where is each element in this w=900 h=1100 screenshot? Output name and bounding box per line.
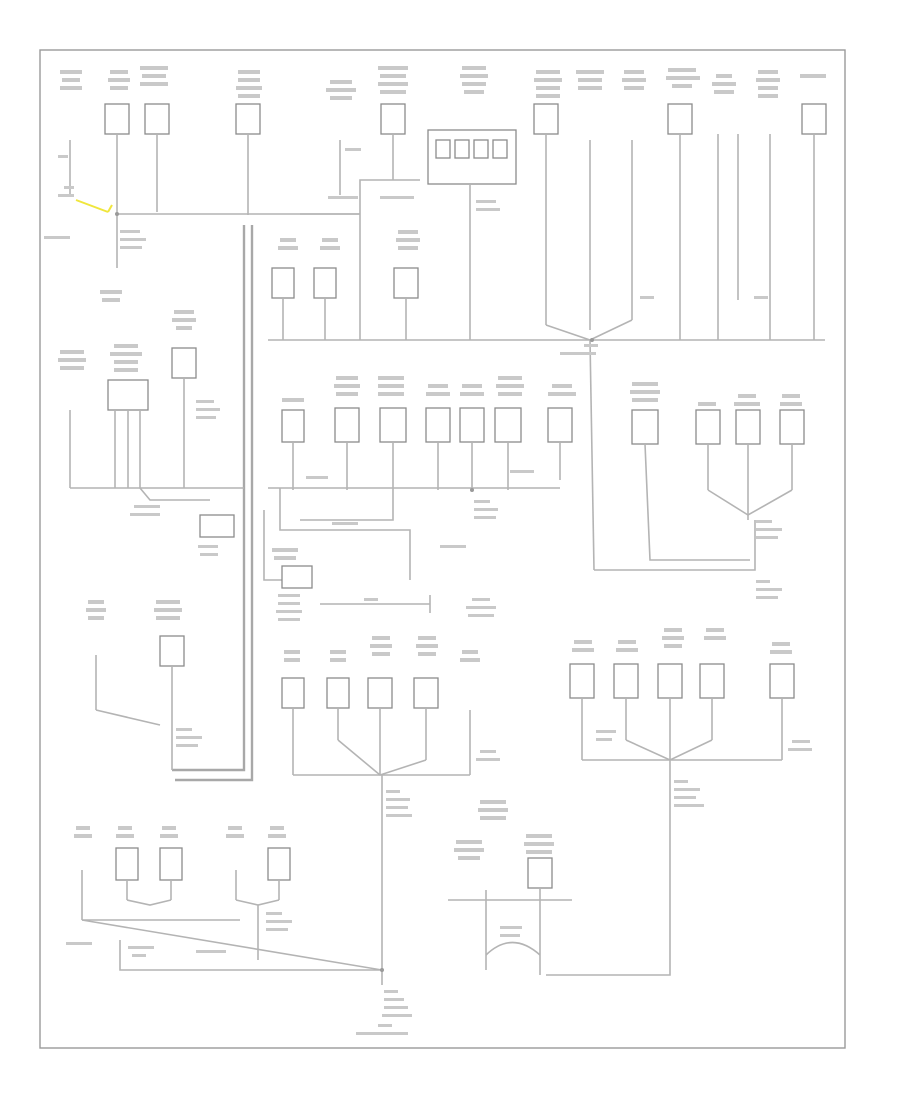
right-mid-components xyxy=(630,382,805,561)
highlight-mark xyxy=(75,199,113,213)
bottom-right-components xyxy=(448,800,572,975)
center-connector xyxy=(272,548,496,621)
top-row-components xyxy=(58,66,827,340)
main-vertical-trunk xyxy=(172,225,246,772)
center-mid-components xyxy=(281,376,576,490)
component-top-3 xyxy=(140,66,170,205)
lower-left-components xyxy=(86,600,202,770)
component-top-13 xyxy=(756,70,780,340)
component-top-1 xyxy=(58,70,82,195)
diagram-frame xyxy=(39,49,846,1049)
component-top-6 xyxy=(378,66,408,180)
right-return-wire xyxy=(594,520,756,571)
component-top-4 xyxy=(235,70,262,215)
component-top-11 xyxy=(666,68,700,340)
component-top-12 xyxy=(712,74,739,340)
component-top-7-connector-block xyxy=(427,66,517,340)
left-mid-components xyxy=(58,310,220,488)
component-top-9 xyxy=(576,70,604,330)
component-top-5 xyxy=(326,80,361,195)
lower-center-components xyxy=(281,636,480,775)
component-top-14 xyxy=(800,74,827,340)
component-top-8 xyxy=(533,70,562,325)
component-top-10 xyxy=(622,70,646,320)
bottom-left-components xyxy=(74,826,291,920)
component-top-2 xyxy=(104,70,130,215)
lower-right-components xyxy=(569,628,795,760)
mid-top-components xyxy=(271,214,420,340)
